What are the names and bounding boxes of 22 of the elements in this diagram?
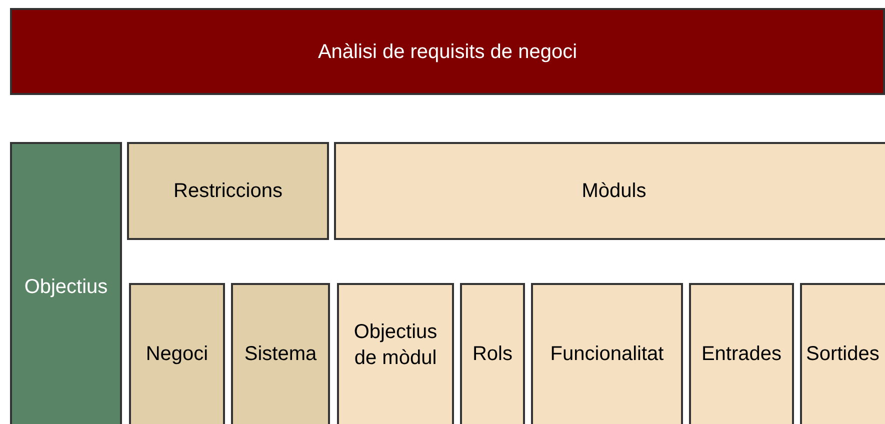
category-box: [800, 283, 885, 424]
category-box: [334, 142, 885, 240]
box-label: Sistema: [244, 342, 317, 367]
category-box: [689, 283, 794, 424]
box-label: Negoci: [146, 342, 208, 367]
box-label: Sortides: [806, 342, 880, 367]
box-label: Rols: [472, 342, 512, 367]
category-box: [10, 142, 122, 424]
box-label: Restriccions: [174, 179, 282, 204]
title-band: [10, 8, 885, 95]
box-label: Entrades: [701, 342, 782, 367]
box-label: Funcionalitat: [550, 342, 664, 367]
category-box: [337, 283, 454, 424]
box-label: Objectius: [24, 275, 108, 300]
category-box: [231, 283, 330, 424]
box-label: Anàlisi de requisits de negoci: [318, 40, 578, 64]
category-box: [129, 283, 225, 424]
category-box: [460, 283, 525, 424]
category-box: [531, 283, 683, 424]
box-label: Objectius de mòdul: [352, 320, 438, 371]
category-box: [127, 142, 329, 240]
box-label: Mòduls: [582, 179, 646, 204]
